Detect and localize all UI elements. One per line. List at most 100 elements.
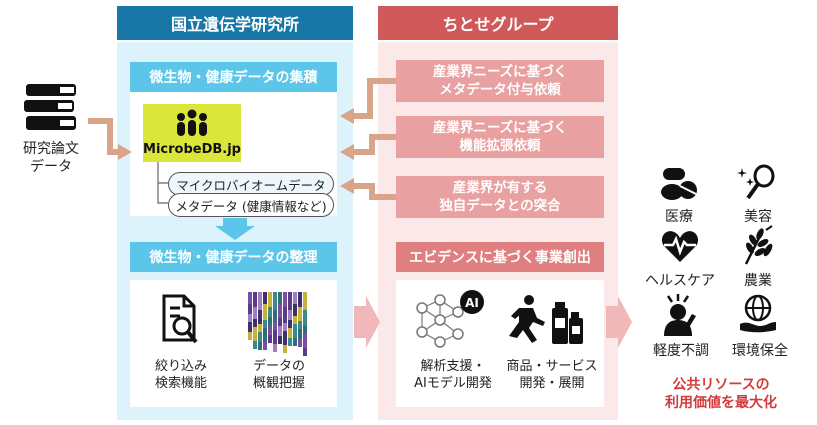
microbedb-logo: MicrobeDB.jp	[143, 104, 241, 162]
stacked-bar-segment	[248, 304, 252, 314]
stacked-bar-segment	[278, 336, 282, 344]
runner-product-icon	[509, 295, 583, 344]
nig-header: 国立遺伝学研究所	[117, 6, 353, 40]
research-papers-label: 研究論文 データ	[23, 141, 79, 175]
request-data-matching: 産業界が有する 独自データとの突合	[396, 176, 604, 218]
ai-badge-text: AI	[465, 296, 479, 310]
ai-network-icon: AI	[416, 290, 484, 348]
chitose-header: ちとせグループ	[378, 6, 618, 40]
stacked-bar-segment	[273, 292, 277, 310]
headache-person-icon	[664, 294, 696, 336]
microbedb-logo-mark	[177, 109, 207, 136]
field-environment: 環境保全	[732, 343, 788, 359]
microbiome-data-cylinder: マイクロバイオームデータ	[168, 172, 334, 196]
stacked-bar-segment	[258, 310, 262, 324]
stacked-bar-segment	[268, 292, 272, 307]
stacked-bar-segment	[263, 304, 267, 320]
stacked-bar-segment	[298, 292, 302, 307]
stacked-bar-segment	[283, 345, 287, 353]
stacked-bar-segment	[273, 322, 277, 330]
books-icon	[24, 84, 76, 130]
wheat-icon	[744, 225, 773, 265]
stacked-bar-segment	[253, 307, 257, 319]
stacked-bar-overview-icon	[248, 292, 307, 356]
stacked-bar-segment	[248, 322, 252, 332]
stacked-bar-segment	[263, 328, 267, 342]
field-medical: 医療	[665, 209, 693, 225]
stacked-bar-segment	[253, 341, 257, 349]
stacked-bar-segment	[253, 319, 257, 327]
stacked-bar-segment	[268, 317, 272, 325]
stacked-bar-segment	[298, 307, 302, 321]
stacked-bar-segment	[298, 339, 302, 347]
field-healthcare: ヘルスケア	[645, 273, 715, 289]
stacked-bar-segment	[293, 324, 297, 338]
stacked-bar-segment	[263, 320, 267, 328]
stacked-bar-segment	[248, 332, 252, 340]
stacked-bar-segment	[293, 338, 297, 346]
stacked-bar-segment	[248, 292, 252, 304]
stacked-bar-segment	[258, 332, 262, 342]
stacked-bar-segment	[263, 342, 267, 350]
heartbeat-icon	[661, 231, 699, 262]
stacked-bar-segment	[293, 316, 297, 324]
stacked-bar-segment	[283, 331, 287, 345]
stacked-bar-segment	[288, 310, 292, 320]
stacked-bar-segment	[303, 326, 307, 334]
stacked-bar-segment	[288, 292, 292, 310]
stacked-bar-segment	[273, 310, 277, 322]
stacked-bar-segment	[253, 292, 257, 307]
product-service-label: 商品・サービス 開発・展開	[506, 359, 598, 391]
stacked-bar-segment	[298, 321, 302, 329]
stacked-bar-segment	[278, 292, 282, 304]
pills-icon	[661, 168, 697, 200]
stacked-bar-segment	[303, 292, 307, 310]
stacked-bar-segment	[288, 328, 292, 338]
stacked-bar-segment	[288, 320, 292, 328]
search-document-icon	[162, 294, 198, 344]
stacked-bar-segment	[283, 307, 287, 323]
stacked-bar-segment	[283, 323, 287, 331]
stacked-bar-segment	[258, 324, 262, 332]
metadata-cylinder: メタデータ (健康情報など)	[168, 193, 334, 217]
stacked-bar-segment	[288, 338, 292, 346]
field-mild-disorder: 軽度不調	[653, 343, 709, 359]
microbedb-logo-text: MicrobeDB.jp	[143, 142, 241, 157]
stacked-bar-segment	[303, 348, 307, 356]
globe-hand-icon	[740, 294, 776, 333]
stacked-bar-segment	[293, 292, 297, 304]
section-title-data-organize: 微生物・健康データの整理	[130, 242, 337, 272]
stacked-bar-segment	[258, 342, 262, 350]
stacked-bar-segment	[278, 304, 282, 318]
stacked-bar-segment	[293, 304, 297, 316]
request-feature-extension: 産業界ニーズに基づく 機能拡張依頼	[396, 116, 604, 158]
stacked-bar-segment	[273, 330, 277, 344]
section-title-business-creation: エビデンスに基づく事業創出	[396, 242, 604, 272]
business-creation-card	[396, 280, 604, 407]
section-title-data-collection: 微生物・健康データの集積	[130, 62, 337, 92]
stacked-bar-segment	[253, 327, 257, 341]
stacked-bar-segment	[278, 318, 282, 326]
stacked-bar-segment	[268, 307, 272, 317]
stacked-bar-segment	[268, 335, 272, 343]
stacked-bar-segment	[248, 314, 252, 322]
beauty-mirror-icon	[737, 164, 775, 200]
stacked-bar-segment	[268, 325, 272, 335]
data-overview-label: データの 概観把握	[252, 359, 305, 391]
request-metadata: 産業界ニーズに基づく メタデータ付与依頼	[396, 60, 604, 102]
down-arrow	[215, 218, 255, 240]
stacked-bar-segment	[303, 310, 307, 326]
field-agriculture: 農業	[744, 273, 772, 289]
analysis-ai-label: 解析支援・ AIモデル開発	[414, 359, 492, 391]
stacked-bar-segment	[258, 292, 262, 310]
stacked-bar-segment	[303, 334, 307, 348]
stacked-bar-segment	[283, 292, 287, 307]
stacked-bar-segment	[273, 344, 277, 352]
field-beauty: 美容	[744, 209, 772, 225]
filter-search-label: 絞り込み 検索機能	[154, 359, 207, 391]
stacked-bar-segment	[263, 292, 267, 304]
stacked-bar-segment	[298, 329, 302, 339]
maximize-value-text: 公共リソースの 利用価値を最大化	[665, 377, 777, 411]
